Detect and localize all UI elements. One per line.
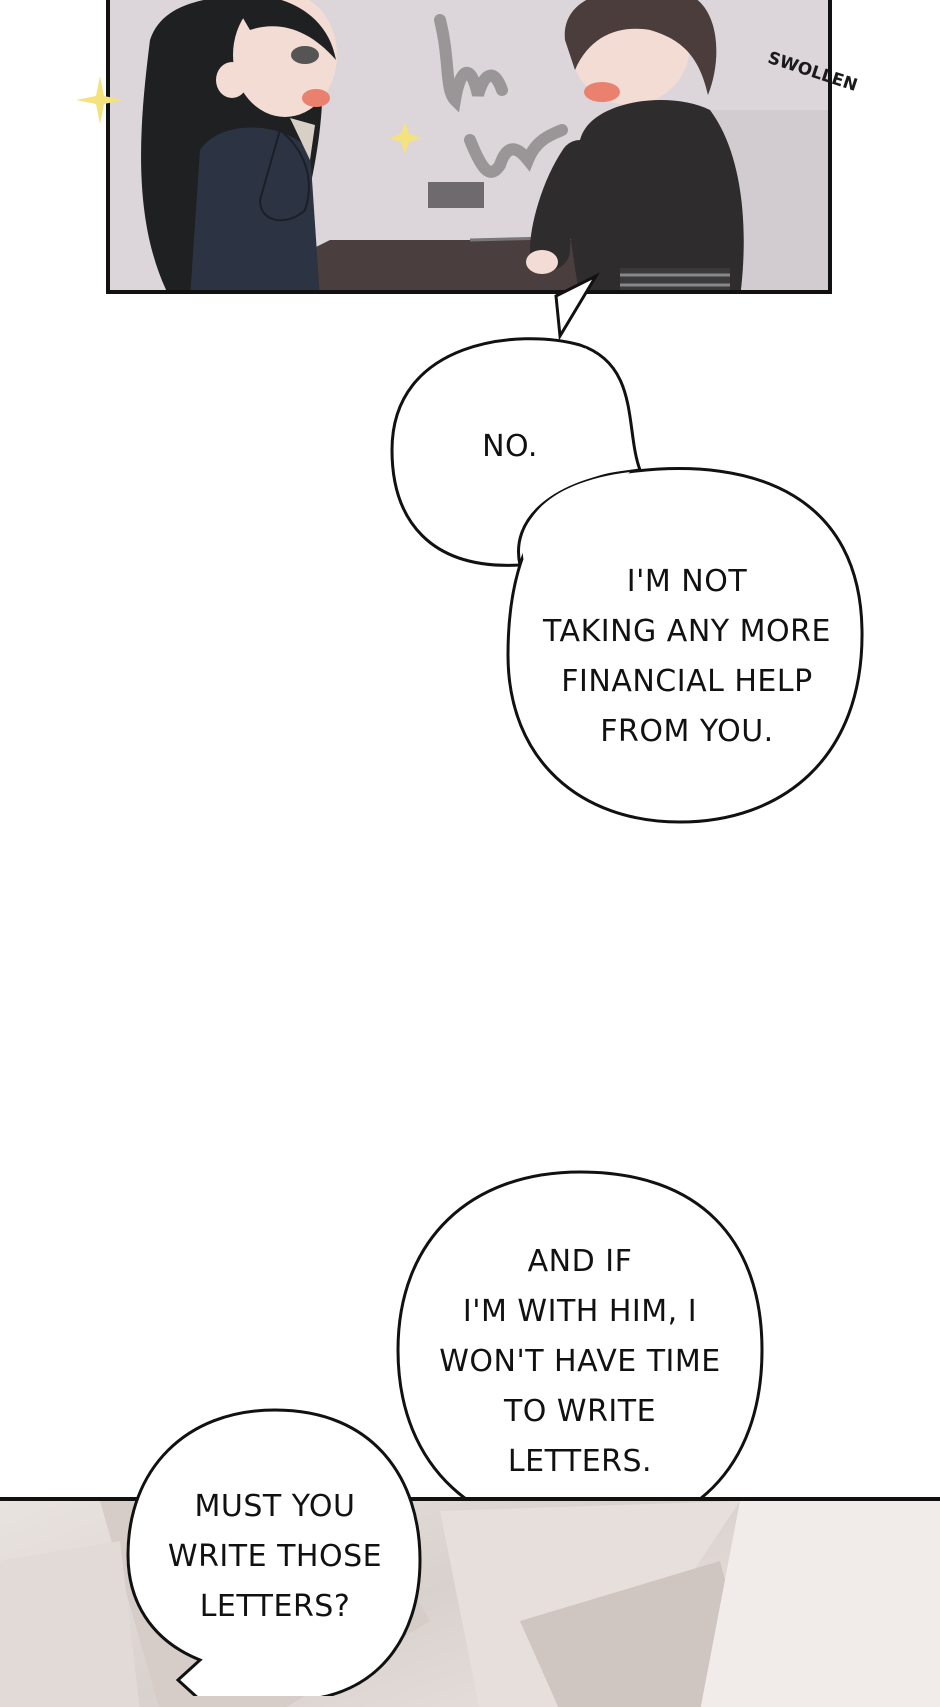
bubble-text-no: NO. [482, 429, 538, 464]
bubble-text-with-him: AND IF I'M WITH HIM, I WON'T HAVE TIME T… [439, 1244, 721, 1479]
comic-panel-top [106, 0, 832, 294]
squiggle-mark [464, 124, 568, 178]
bubble-must-you [126, 1408, 422, 1696]
bubble-no [390, 337, 643, 567]
sparkle-icon [76, 76, 124, 124]
girl-character [141, 0, 337, 290]
sparkle-icon [389, 122, 421, 154]
panel-top-art [110, 0, 828, 290]
bubble-text-financial-help: I'M NOT TAKING ANY MORE FINANCIAL HELP F… [543, 564, 831, 749]
squiggle-mark [434, 14, 508, 113]
boy-character [526, 0, 744, 290]
bubble-financial-help [506, 467, 864, 824]
bubble-text-must-you: MUST YOU WRITE THOSE LETTERS? [167, 1489, 383, 1624]
